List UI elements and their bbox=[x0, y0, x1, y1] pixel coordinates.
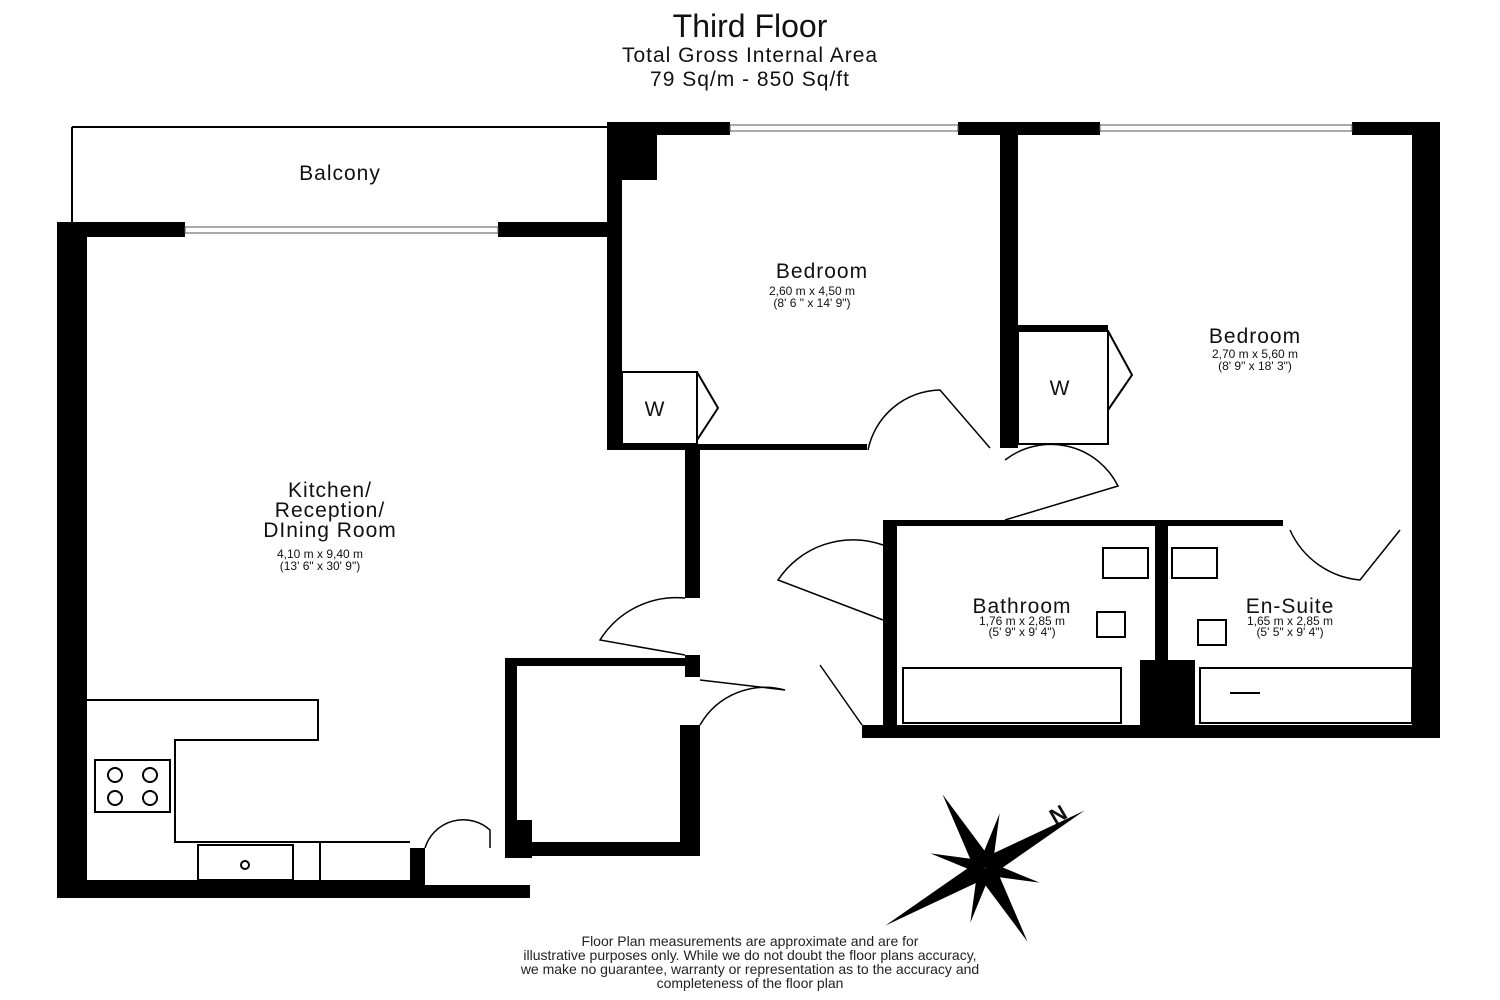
bathroom-metric: 1,76 m x 2,85 m bbox=[979, 614, 1065, 628]
bedroom2-metric: 2,70 m x 5,60 m bbox=[1212, 347, 1298, 361]
bedroom1-imperial: (8' 6 " x 14' 9") bbox=[773, 296, 850, 310]
doors bbox=[424, 389, 1401, 849]
kitchen-label-line2: Reception/ bbox=[275, 499, 385, 522]
area-subtitle: Total Gross Internal Area bbox=[621, 44, 879, 67]
walls bbox=[57, 122, 1440, 898]
disclaimer: Floor Plan measurements are approximate … bbox=[360, 934, 1140, 990]
compass-north-label: N bbox=[1045, 800, 1071, 830]
ensuite-metric: 1,65 m x 2,85 m bbox=[1247, 614, 1333, 628]
kitchen-metric: 4,10 m x 9,40 m bbox=[277, 547, 363, 561]
kitchen-imperial: (13' 6" x 30' 9") bbox=[280, 559, 360, 573]
disclaimer-line: completeness of the floor plan bbox=[656, 975, 844, 991]
wardrobes bbox=[621, 330, 1134, 445]
balcony-outline bbox=[71, 126, 607, 222]
ensuite-label: En-Suite bbox=[1246, 595, 1335, 618]
kitchen-units bbox=[87, 699, 410, 881]
disclaimer-line: Floor Plan measurements are approximate … bbox=[581, 933, 919, 949]
ensuite-imperial: (5' 5" x 9' 4") bbox=[1256, 625, 1323, 639]
disclaimer-line: we make no guarantee, warranty or repres… bbox=[520, 961, 980, 977]
kitchen-label-line1: Kitchen/ bbox=[288, 479, 372, 502]
floor-title: Third Floor bbox=[672, 8, 828, 44]
wardrobe2-label: W bbox=[1050, 377, 1071, 400]
compass-rose bbox=[885, 794, 1085, 942]
bathroom-fixtures bbox=[902, 547, 1413, 724]
area-value: 79 Sq/m - 850 Sq/ft bbox=[650, 68, 850, 91]
wardrobe1-label: W bbox=[645, 398, 666, 421]
bedroom1-label: Bedroom bbox=[776, 260, 868, 283]
disclaimer-line: illustrative purposes only. While we do … bbox=[523, 947, 977, 963]
bedroom1-metric: 2,60 m x 4,50 m bbox=[769, 284, 855, 298]
balcony-label: Balcony bbox=[299, 162, 381, 185]
bedroom2-label: Bedroom bbox=[1209, 325, 1301, 348]
bathroom-imperial: (5' 9" x 9' 4") bbox=[988, 625, 1055, 639]
bathroom-label: Bathroom bbox=[972, 595, 1071, 618]
bedroom2-imperial: (8' 9" x 18' 3") bbox=[1218, 359, 1292, 373]
windows bbox=[184, 124, 1353, 234]
kitchen-label-line3: DIning Room bbox=[263, 519, 397, 542]
